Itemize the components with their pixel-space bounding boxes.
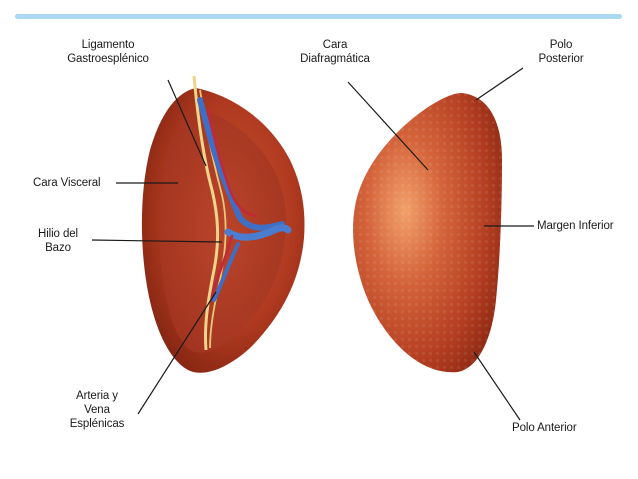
leader-lines (91, 67, 534, 421)
leader-polo-posterior (475, 67, 524, 101)
label-arteria-vena-esplenicas: Arteria y Vena Esplénicas (69, 390, 125, 430)
leader-ligamento (167, 79, 207, 167)
label-cara-visceral: Cara Visceral (33, 177, 101, 189)
leader-arteria (137, 291, 217, 415)
ligament-strand (192, 75, 220, 351)
splenic-vein-branch (224, 224, 292, 241)
leader-polo-anterior (473, 351, 521, 421)
leader-cara-diafragmatica (347, 81, 429, 171)
splenic-artery (206, 108, 258, 218)
spleen-diaphragmatic-view (353, 93, 502, 373)
surface-texture (353, 93, 502, 373)
spleen-visceral-view (141, 75, 305, 373)
label-hilio-del-bazo: Hilio del Bazo (37, 228, 78, 254)
label-cara-diafragmatica: Cara Diafragmática (300, 39, 370, 65)
leader-hilio (91, 239, 223, 243)
splenic-vein (197, 97, 285, 231)
label-polo-anterior: Polo Anterior (512, 422, 577, 434)
label-ligamento-gastroesplenico: Ligamento Gastroesplénico (67, 39, 149, 65)
label-margen-inferior: Margen Inferior (537, 220, 614, 232)
label-polo-posterior: Polo Posterior (538, 39, 584, 65)
visceral-inner (159, 108, 286, 353)
splenic-artery-lower (210, 234, 234, 298)
accent-bar (15, 14, 622, 19)
splenic-vein-lower (212, 242, 240, 302)
